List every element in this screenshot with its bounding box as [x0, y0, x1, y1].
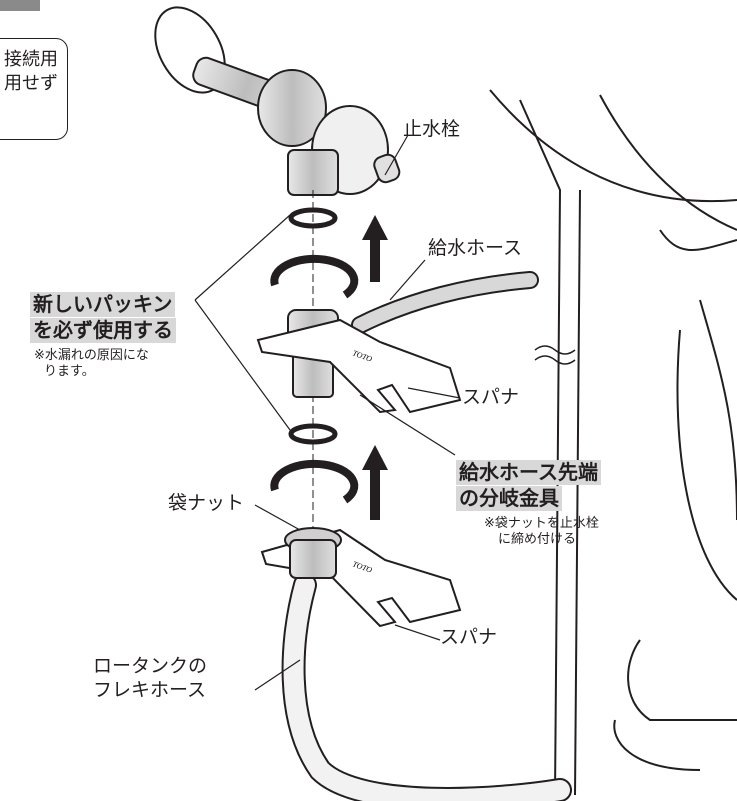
rotation-arrow-lower — [270, 459, 359, 504]
callout-line1: 接続用 — [4, 49, 58, 70]
branch-small-line2: に締め付ける — [498, 532, 577, 547]
label-cap-nut: 袋ナット — [168, 492, 245, 514]
rotation-arrow-upper — [270, 254, 359, 299]
up-arrow-upper — [362, 215, 388, 282]
cut-marks — [534, 345, 576, 365]
label-spanner-lower: スパナ — [440, 626, 498, 648]
stop-valve-illustration — [154, 6, 401, 196]
callout-line2: 用せず — [4, 73, 58, 94]
label-stop-valve: 止水栓 — [403, 118, 461, 140]
label-spanner-upper: スパナ — [462, 386, 520, 408]
branch-line1: 給水ホース先端 — [456, 460, 601, 485]
callout-box: 接続用 用せず — [0, 38, 68, 140]
packing-small-line1: ※水漏れの原因にな — [34, 348, 149, 363]
toilet-outline — [489, 89, 737, 796]
flex-line1: ロータンクの — [93, 655, 208, 677]
branch-line2: の分岐金具 — [456, 486, 562, 511]
cap-nut — [284, 527, 342, 579]
spanner-upper — [256, 318, 462, 414]
flex-line2: フレキホース — [93, 679, 207, 701]
packing-note-line2: を必ず使用する — [30, 318, 176, 343]
label-supply-hose: 給水ホース — [428, 237, 523, 259]
up-arrow-lower — [362, 445, 388, 520]
packing-note-line1: 新しいパッキン — [30, 292, 176, 317]
branch-small-line1: ※袋ナットを止水栓 — [484, 516, 599, 531]
header-tab — [0, 0, 40, 11]
packing-small-line2: ります。 — [44, 364, 95, 379]
